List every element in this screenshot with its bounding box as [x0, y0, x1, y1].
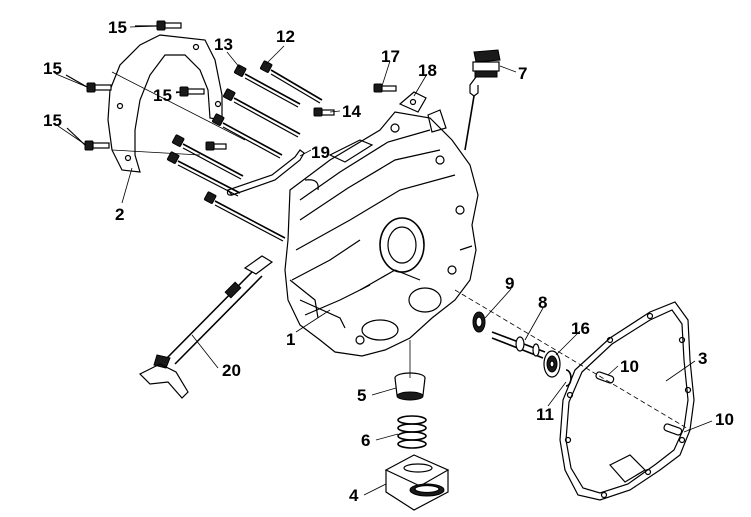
callout-18: 18 [418, 61, 437, 80]
part-19-clamp [226, 149, 305, 196]
callout-15-upper-left: 15 [43, 59, 62, 78]
callout-8: 8 [538, 293, 547, 312]
part-9-seal [472, 311, 486, 333]
callout-3: 3 [698, 349, 707, 368]
bolt-15c [176, 86, 205, 97]
callout-14: 14 [342, 102, 361, 121]
part-17-bolt [373, 83, 397, 93]
callout-7: 7 [518, 64, 527, 83]
long-bolt-4 [211, 113, 283, 159]
part-8-shaft [491, 331, 546, 359]
long-bolt-6 [166, 151, 241, 197]
callout-16: 16 [571, 319, 590, 338]
center-line [454, 289, 691, 431]
leader-lines [55, 25, 713, 496]
part-2-cover-plate [107, 34, 246, 173]
callout-10-upper: 10 [620, 357, 639, 376]
part-16-bearing [543, 350, 561, 378]
part-4-strainer [384, 454, 450, 511]
callout-15-middle: 15 [153, 86, 172, 105]
long-bolt-1 [259, 60, 323, 104]
callout-11: 11 [536, 405, 554, 424]
bolt-15d [66, 127, 110, 151]
callout-2: 2 [115, 205, 124, 224]
callout-5: 5 [357, 386, 366, 405]
callout-10-lower: 10 [715, 410, 734, 429]
bolt-15a [135, 20, 182, 31]
callout-1: 1 [286, 330, 295, 349]
callout-6: 6 [361, 431, 370, 450]
part-20-rod [138, 255, 274, 399]
part-10-dowel-b [663, 423, 683, 436]
callout-13: 13 [214, 35, 233, 54]
part-18-bracket [398, 91, 427, 113]
part-7-dipstick [464, 49, 501, 151]
part-1-crankcase [284, 109, 479, 357]
callout-19: 19 [311, 143, 330, 162]
part-3-gasket [559, 301, 695, 501]
callout-labels: 15 15 15 15 2 13 12 14 19 17 18 7 1 20 9… [43, 18, 734, 505]
part-10-dowel-a [595, 371, 615, 384]
part-11-clip [565, 369, 572, 387]
part-12-13-14-long-bolts [166, 60, 335, 242]
callout-4: 4 [349, 486, 359, 505]
part-15-bolts [65, 20, 205, 151]
long-bolt-3 [222, 88, 301, 138]
callout-9: 9 [505, 274, 514, 293]
short-bolt-14 [205, 107, 335, 151]
callout-12: 12 [276, 27, 295, 46]
long-bolt-2 [233, 64, 301, 108]
callout-17: 17 [381, 47, 400, 66]
part-6-spring [397, 415, 427, 449]
bolt-15b [65, 74, 112, 93]
callout-15-lower-left: 15 [43, 111, 62, 130]
callout-15-top: 15 [108, 18, 127, 37]
callout-20: 20 [222, 361, 241, 380]
long-bolt-7 [203, 191, 286, 242]
long-bolt-5 [171, 134, 244, 180]
